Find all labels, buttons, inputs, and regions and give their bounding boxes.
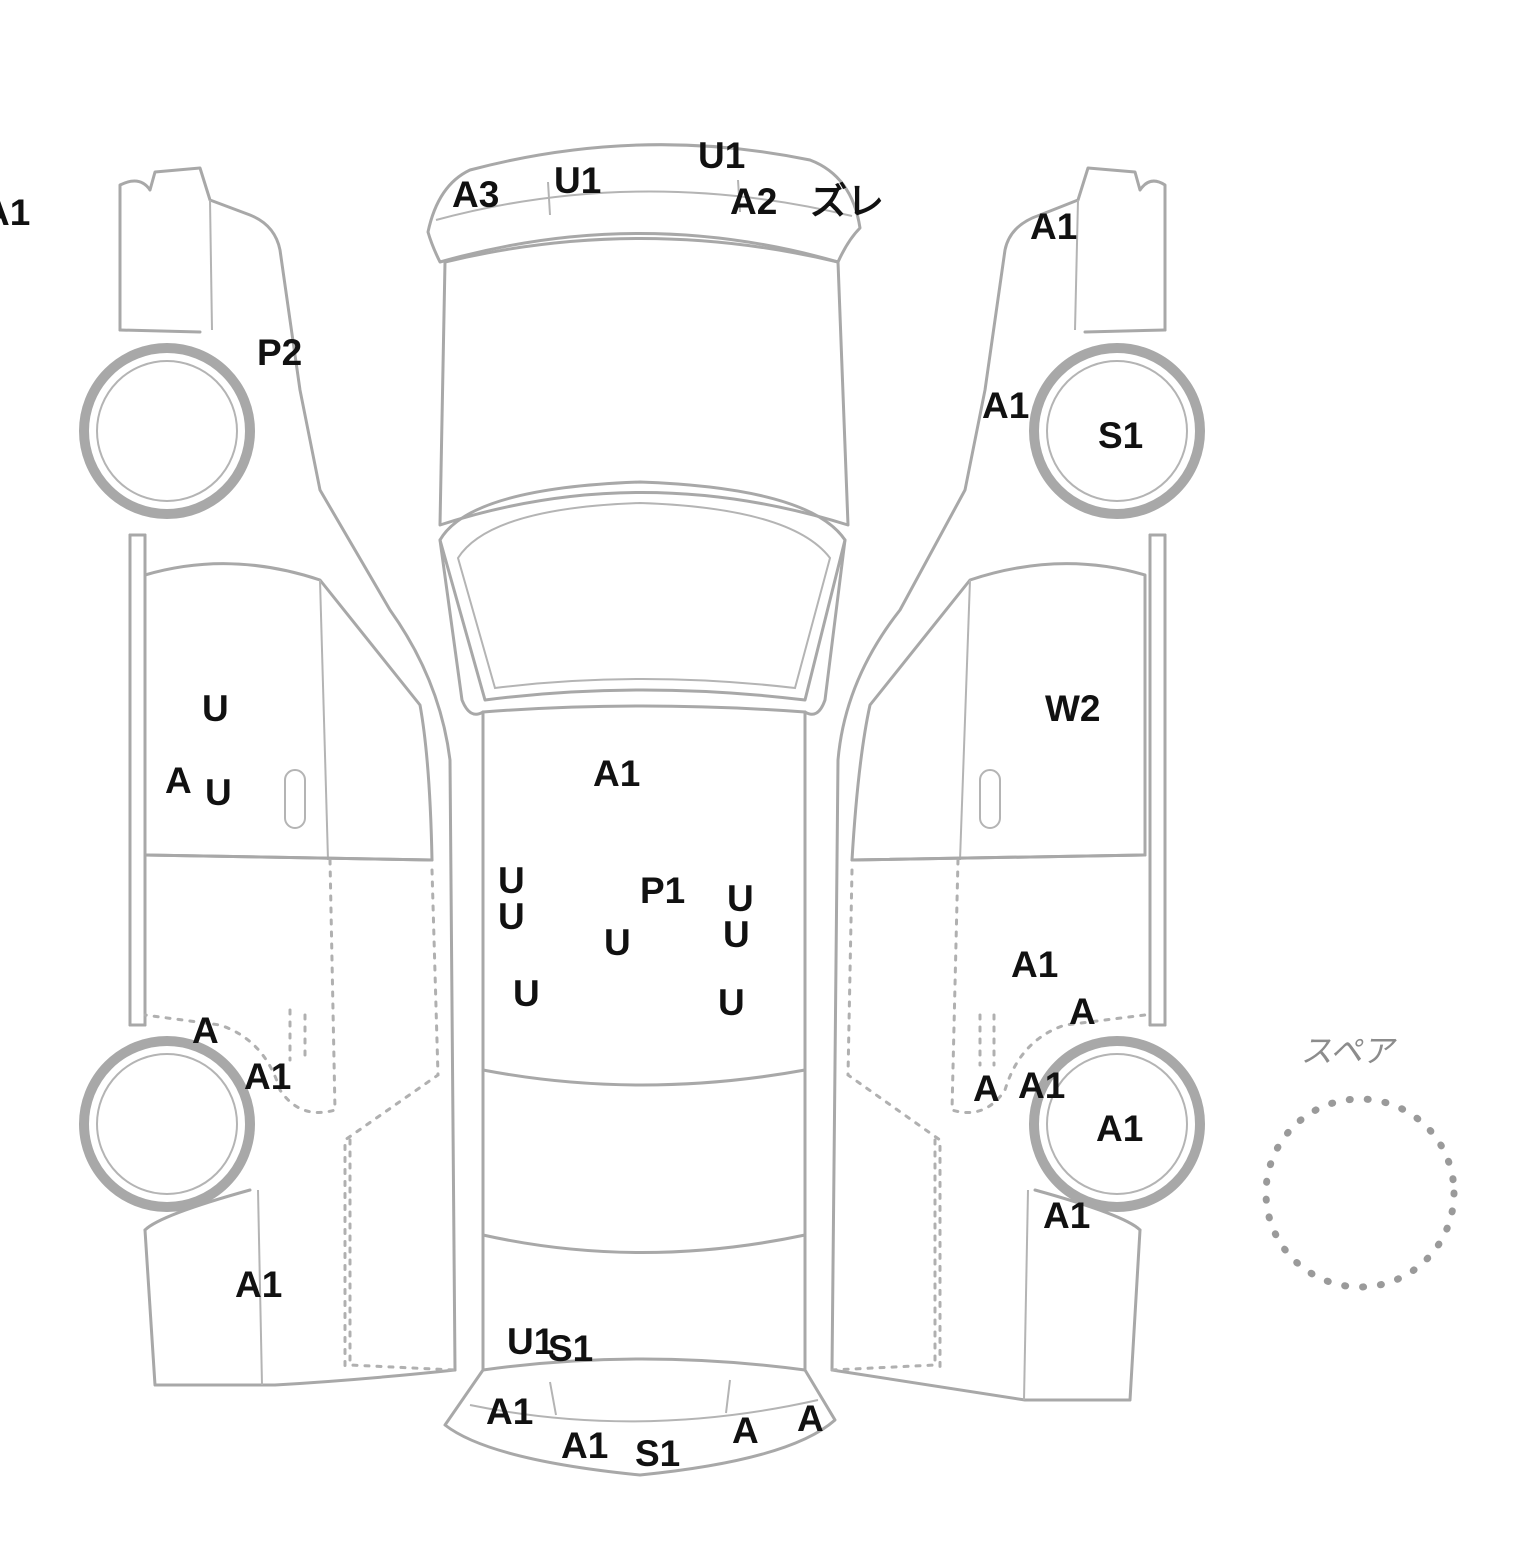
mark-right-rear-quarter-a1: A1 <box>982 385 1030 426</box>
mark-rear-bumper-u1-a: U1 <box>554 160 602 201</box>
mark-right-front-door-a1: A1 <box>1011 944 1059 985</box>
mark-front-bumper-a-right2: A <box>797 1398 824 1439</box>
left-front-wheel <box>79 1036 255 1212</box>
windshield <box>481 1068 807 1087</box>
mark-left-rear-door-u: U <box>202 688 229 729</box>
mark-front-bumper-s1: S1 <box>635 1433 681 1474</box>
mark-right-front-door-a: A <box>1069 991 1096 1032</box>
spare-tire-icon <box>1262 1095 1458 1291</box>
mark-roof-u4: U <box>723 914 750 955</box>
mark-hood-u1: U1 <box>507 1321 555 1362</box>
mark-left-front-fender-a: A <box>192 1010 219 1051</box>
mark-left-rear-door-a: A <box>165 760 192 801</box>
mark-front-bumper-a1-left: A1 <box>486 1391 534 1432</box>
right-rear-wheel <box>1029 343 1205 519</box>
mark-right-rear-door-w2: W2 <box>1045 688 1101 729</box>
mark-roof-u7: U <box>718 982 745 1023</box>
car-right-side-view <box>830 166 1167 1402</box>
mark-right-front-bumper-a1: A1 <box>1043 1195 1091 1236</box>
rear-window <box>438 480 847 702</box>
mark-right-front-fender-a1: A1 <box>1018 1065 1066 1106</box>
mark-roof-p1: P1 <box>640 870 686 911</box>
car-left-side-view <box>118 166 457 1387</box>
left-rear-door <box>143 562 434 862</box>
trunk-outline <box>438 237 850 527</box>
mark-right-rear-wheel-s1: S1 <box>1098 415 1144 456</box>
mark-right-rear-fender-a1: A1 <box>1030 206 1078 247</box>
mark-left-rear-door-u2: U <box>205 772 232 813</box>
mark-left-rear-quarter-p2: P2 <box>257 332 303 373</box>
mark-roof-u3: U <box>727 878 754 919</box>
right-front-wheel <box>1029 1036 1205 1212</box>
mark-front-bumper-a-right1: A <box>732 1410 759 1451</box>
mark-roof-u5: U <box>604 922 631 963</box>
mark-rear-bumper-u1-b: U1 <box>698 135 746 176</box>
mark-rear-bumper-zure: ズレ <box>810 181 884 222</box>
right-front-door <box>850 853 1147 862</box>
right-rear-door <box>850 562 1147 862</box>
mark-rear-bumper-a2: A2 <box>730 181 778 222</box>
mark-left-front-fender-a1: A1 <box>244 1056 292 1097</box>
mark-roof-a1: A1 <box>593 753 641 794</box>
mark-rear-bumper-a3: A3 <box>452 174 500 215</box>
mark-left-edge: A1 <box>0 192 31 233</box>
car-top-view <box>426 143 862 1477</box>
rear-bumper-outline <box>426 143 862 264</box>
mark-roof-u6: U <box>513 973 540 1014</box>
mark-front-bumper-a1-mid: A1 <box>561 1425 609 1466</box>
front-bumper-outline <box>443 1357 837 1477</box>
mark-right-front-wheel-a1: A1 <box>1096 1108 1144 1149</box>
mark-hood-s1: S1 <box>548 1328 594 1369</box>
mark-roof-u2: U <box>498 896 525 937</box>
left-front-door <box>143 853 434 862</box>
mark-left-front-bumper-a1: A1 <box>235 1264 283 1305</box>
mark-right-front-fender-a: A <box>973 1068 1000 1109</box>
left-rear-wheel <box>79 343 255 519</box>
mark-roof-u1: U <box>498 860 525 901</box>
spare-label: スペア <box>1298 1032 1401 1070</box>
